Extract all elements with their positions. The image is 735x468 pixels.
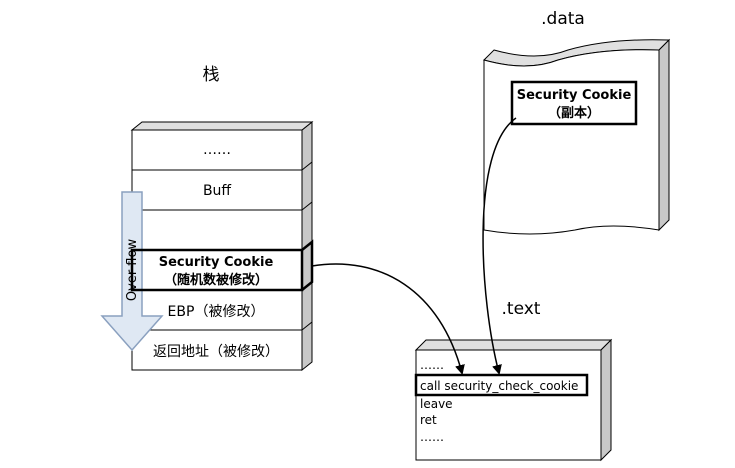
stack-side-divider bbox=[301, 321, 313, 331]
data-cookie-copy-note: （副本） bbox=[548, 105, 600, 121]
stack-row-ellipsis: …… bbox=[203, 142, 231, 158]
data-cookie-copy-label: Security Cookie bbox=[517, 88, 632, 103]
stack-row-return-address: 返回地址（被修改） bbox=[153, 344, 279, 360]
text-front-face bbox=[415, 349, 602, 461]
stack-block: …… Buff bbox=[130, 120, 314, 372]
data-side-face bbox=[658, 38, 670, 232]
stack-cookie-label: Security Cookie bbox=[159, 255, 274, 270]
text-line-leave: leave bbox=[420, 397, 453, 411]
data-section-block bbox=[483, 38, 671, 235]
data-section-title: .data bbox=[541, 9, 585, 29]
stack-row-buff: Buff bbox=[203, 183, 231, 199]
text-call-highlight-box bbox=[414, 373, 589, 397]
text-line-call: call security_check_cookie bbox=[420, 379, 578, 393]
text-section-title: .text bbox=[502, 299, 541, 319]
stack-cookie-box-side bbox=[301, 239, 314, 291]
text-section-block: …… call security_check_cookie leave ret … bbox=[414, 338, 613, 462]
stack-cookie-note: （随机数被修改） bbox=[164, 272, 268, 288]
stack-side-divider bbox=[301, 161, 313, 171]
text-side-face bbox=[600, 338, 612, 462]
data-cookie-copy: Security Cookie （副本） bbox=[510, 80, 638, 126]
stack-row-ebp: EBP（被修改） bbox=[168, 304, 265, 320]
arrow-stack-cookie-to-check bbox=[311, 263, 465, 375]
text-line-ret: ret bbox=[420, 413, 437, 427]
stack-cookie-row: Security Cookie （随机数被修改） bbox=[130, 239, 314, 292]
text-line-ellipsis-bottom: …… bbox=[420, 430, 444, 444]
data-cookie-copy-box bbox=[510, 80, 638, 126]
arrow-data-cookie-to-check bbox=[482, 117, 517, 375]
data-front-face bbox=[483, 49, 660, 235]
text-line-ellipsis-top: …… bbox=[420, 358, 444, 372]
text-top-face bbox=[414, 339, 613, 351]
stack-cookie-box bbox=[130, 248, 304, 292]
stack-title: 栈 bbox=[203, 65, 220, 85]
stack-top-face bbox=[130, 121, 314, 131]
stack-side-divider bbox=[301, 201, 313, 211]
